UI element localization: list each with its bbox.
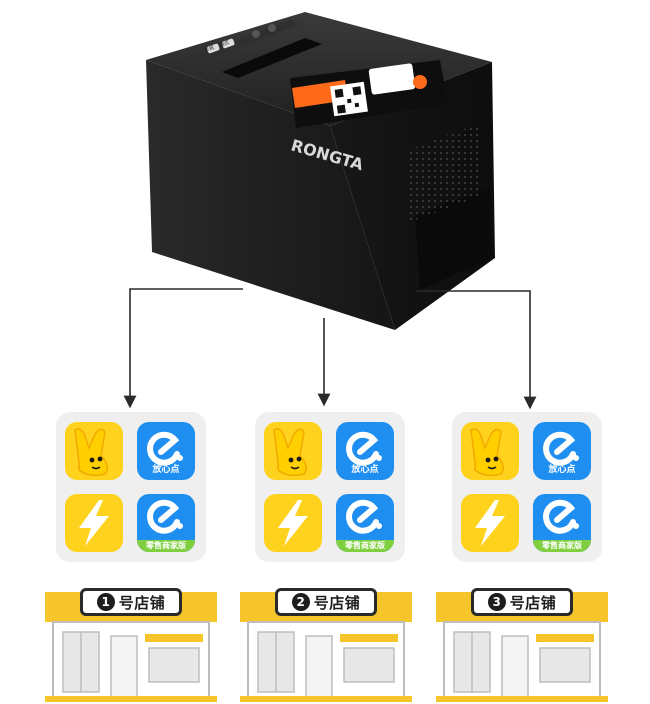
app-tile-lightning[interactable]: [461, 494, 519, 552]
app-grid-1: 放心点 零售商家版: [56, 412, 206, 562]
store-sign: 1 号店铺: [80, 588, 182, 616]
storefront-icon: [436, 592, 608, 702]
printer-vent: [408, 124, 480, 222]
app-tile-rabbit[interactable]: [461, 422, 519, 480]
arrow-left: [123, 288, 243, 409]
e-logo-icon: [346, 431, 382, 466]
feed-button: [206, 43, 220, 54]
storefront-icon: [240, 592, 412, 702]
app-grid-2: 放心点 零售商家版: [255, 412, 405, 562]
e-logo-icon: [346, 499, 382, 534]
store-name: 号店铺: [313, 593, 361, 612]
app-label-retail: 零售商家版: [137, 540, 195, 552]
rabbit-icon: [470, 428, 504, 477]
app-label-retail: 零售商家版: [336, 540, 394, 552]
e-logo-icon: [147, 499, 183, 534]
store-name: 号店铺: [509, 593, 557, 612]
lightning-icon: [475, 500, 505, 546]
app-tile-eleme-retail[interactable]: 零售商家版: [137, 494, 195, 552]
app-grid-3: 放心点 零售商家版: [452, 412, 602, 562]
store-number-badge: 2: [291, 593, 310, 611]
e-logo-icon: [543, 431, 579, 466]
store-number-badge: 1: [96, 593, 115, 611]
mode-button: [221, 38, 235, 49]
lightning-icon: [79, 500, 109, 546]
store-1: 1 号店铺: [45, 584, 217, 702]
e-logo-icon: [543, 499, 579, 534]
rabbit-icon: [74, 428, 108, 477]
store-sign: 3 号店铺: [471, 588, 573, 616]
rabbit-icon: [273, 428, 307, 477]
app-tile-eleme[interactable]: 放心点: [533, 422, 591, 480]
store-number-badge: 3: [487, 593, 506, 611]
storefront-icon: [45, 592, 217, 702]
app-label-fangxindian: 放心点: [351, 465, 379, 475]
store-sign: 2 号店铺: [275, 588, 377, 616]
printer-front-face: [146, 60, 395, 330]
lightning-icon: [278, 500, 308, 546]
app-label-fangxindian: 放心点: [152, 465, 180, 475]
app-label-retail: 零售商家版: [533, 540, 591, 552]
e-logo-icon: [147, 431, 183, 466]
app-tile-eleme[interactable]: 放心点: [137, 422, 195, 480]
app-tile-rabbit[interactable]: [65, 422, 123, 480]
app-tile-eleme-retail[interactable]: 零售商家版: [533, 494, 591, 552]
store-3: 3 号店铺: [436, 584, 608, 702]
arrow-right: [416, 290, 537, 410]
app-tile-lightning[interactable]: [264, 494, 322, 552]
app-tile-eleme[interactable]: 放心点: [336, 422, 394, 480]
app-tile-rabbit[interactable]: [264, 422, 322, 480]
app-tile-lightning[interactable]: [65, 494, 123, 552]
app-tile-eleme-retail[interactable]: 零售商家版: [336, 494, 394, 552]
store-2: 2 号店铺: [240, 584, 412, 702]
app-label-fangxindian: 放心点: [548, 465, 576, 475]
store-name: 号店铺: [118, 593, 166, 612]
